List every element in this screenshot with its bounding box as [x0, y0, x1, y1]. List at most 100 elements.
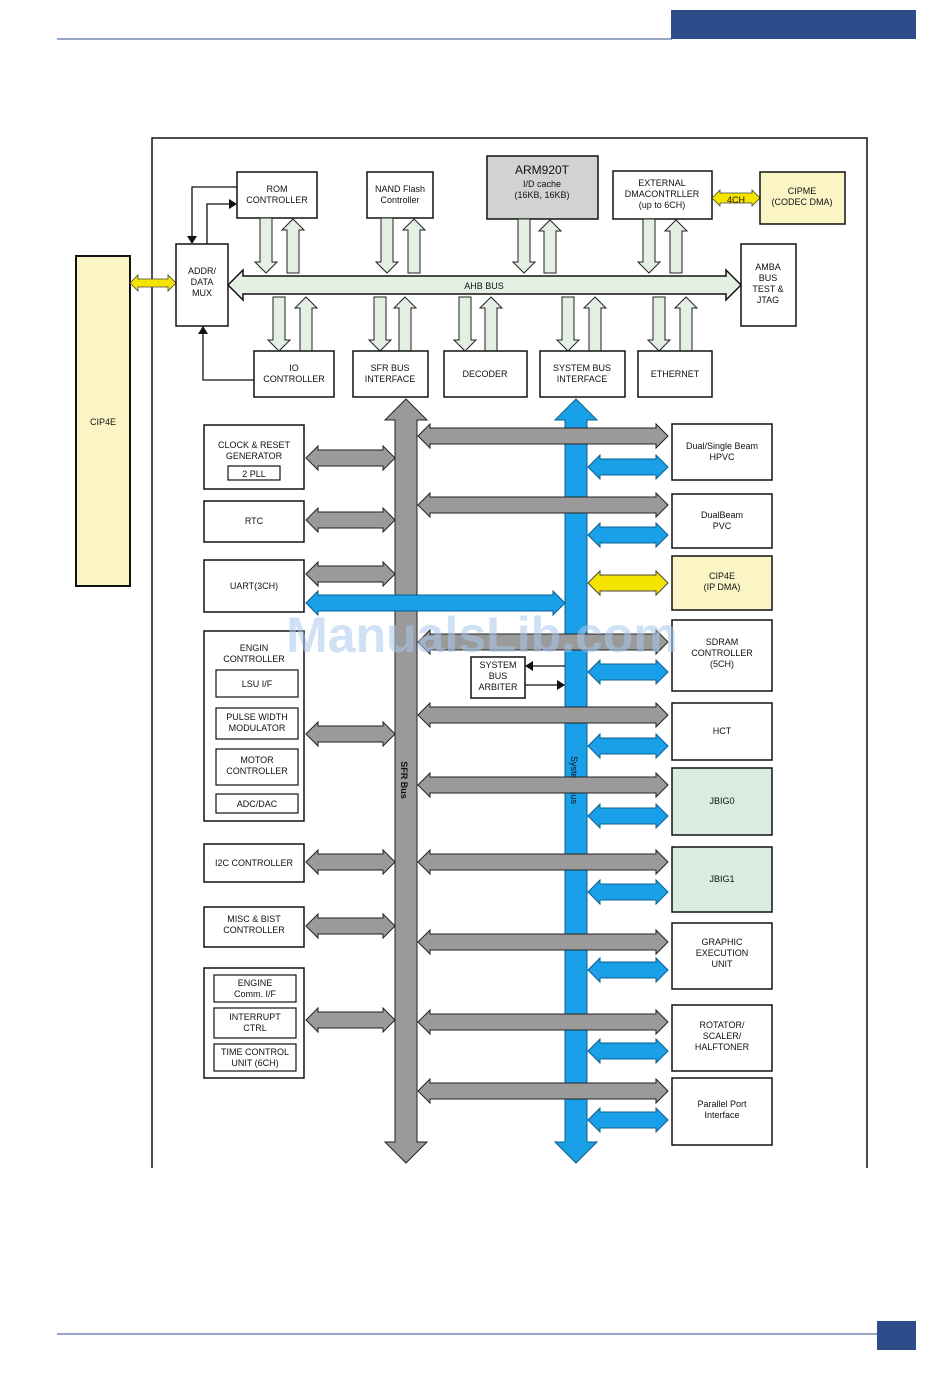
right-system-connectors [587, 453, 669, 1134]
nand-down-arrow [374, 217, 400, 274]
sfr-bus-label: SFR Bus [399, 761, 409, 799]
rotator-scaler-block [671, 1004, 773, 1072]
sysif-up-arrow [582, 296, 608, 352]
right-sfr-connectors [417, 422, 669, 1105]
decoder-label: DECODER [462, 369, 508, 379]
sfrif-up-arrow [392, 296, 418, 352]
ahb-connectors [253, 217, 699, 352]
arm-down-arrow [511, 218, 537, 274]
interrupt-box [213, 1007, 297, 1039]
i2c-controller-label: I2C CONTROLLER [215, 858, 294, 868]
i2c-controller-block [203, 843, 305, 883]
pvc-sys-arrow [587, 521, 669, 549]
rtc-sfr-arrow [305, 506, 396, 534]
engine-comm-box [213, 974, 297, 1003]
jbig1-block [671, 846, 773, 913]
i2c-sfr-arrow [305, 848, 396, 876]
left-sfr-connectors [305, 444, 396, 1034]
cip4e-side-label: CIP4E [90, 417, 116, 427]
adc-dac-label: ADC/DAC [237, 799, 278, 809]
hct-label: HCT [713, 726, 732, 736]
engine-sfr-arrow [305, 720, 396, 748]
io-up-arrow [293, 296, 319, 352]
eth-up-arrow [673, 296, 699, 352]
timer-box [213, 1043, 297, 1072]
uart-block [203, 559, 305, 613]
rom-controller-block [236, 171, 318, 219]
io-down-arrow [266, 296, 292, 352]
rotator-sys-arrow [587, 1037, 669, 1065]
eth-down-arrow [646, 296, 672, 352]
mux-to-rom-arrowhead [229, 199, 237, 209]
diagram-frame [151, 137, 868, 1168]
sfr-bus [383, 398, 429, 1164]
rom-down-arrow [253, 217, 279, 274]
arm920t-block [486, 155, 599, 220]
clock-sfr-arrow [305, 444, 396, 472]
mux-to-rom-line [206, 203, 233, 244]
engcomm-sfr-arrow [305, 1006, 396, 1034]
cip4e-dma-link [587, 569, 669, 597]
cip4e-dma-block [671, 555, 773, 611]
jbig0-sfr-arrow [417, 771, 669, 799]
jbig0-sys-arrow [587, 802, 669, 830]
decoder-up-arrow [478, 296, 504, 352]
uart-system-bus-arrow [305, 589, 566, 617]
io-to-mux-line [202, 330, 254, 381]
rtc-block [203, 500, 305, 543]
cipme-block [759, 171, 846, 225]
rom-to-mux-line [191, 186, 237, 240]
sdram-sfr-arrow [417, 628, 669, 656]
graphic-execution-unit-block [671, 922, 773, 990]
cip4e-side-block [75, 255, 131, 587]
addr-data-mux-block [175, 243, 229, 327]
ethernet-label: ETHERNET [651, 369, 700, 379]
decoder-down-arrow [452, 296, 478, 352]
jbig1-label: JBIG1 [709, 874, 734, 884]
rom-to-mux-arrowhead [187, 236, 197, 244]
geu-sys-arrow [587, 956, 669, 984]
dma-4ch-label: 4CH [727, 195, 745, 205]
hpvc-block [671, 423, 773, 481]
sdram-controller-block [671, 619, 773, 692]
dma-down-arrow [636, 218, 662, 274]
hpvc-sfr-arrow [417, 422, 669, 450]
jbig1-sys-arrow [587, 878, 669, 906]
nand-controller-block [366, 171, 434, 219]
arm-up-arrow [537, 219, 563, 274]
sysif-down-arrow [555, 296, 581, 352]
footer-page-tab [877, 1321, 916, 1350]
jbig0-block [671, 767, 773, 836]
rotator-scaler-label: ROTATOR/SCALER/HALFTONER [695, 1020, 750, 1052]
rotator-sfr-arrow [417, 1008, 669, 1036]
hct-sys-arrow [587, 732, 669, 760]
external-dma-block [612, 170, 713, 220]
ahb-bus-label: AHB BUS [464, 281, 504, 291]
hct-block [671, 702, 773, 761]
amba-test-block [740, 243, 797, 327]
pvc-block [671, 493, 773, 549]
header-bar [671, 10, 916, 39]
uart-sfr-arrow [305, 560, 396, 588]
misc-bist-block [203, 906, 305, 948]
